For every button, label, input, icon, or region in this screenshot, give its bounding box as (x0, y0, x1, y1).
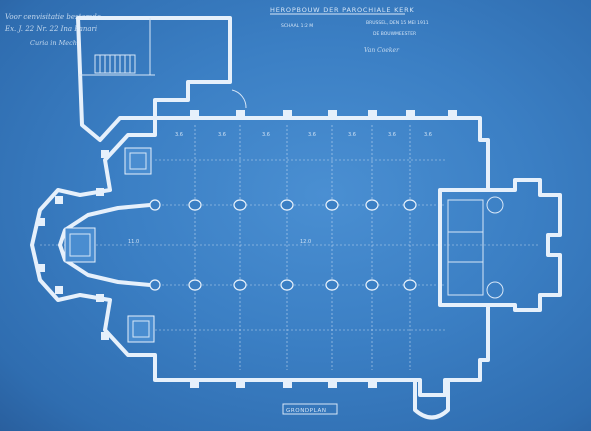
annotation-line-3: Curia in Mechl (30, 39, 79, 47)
buttress (368, 110, 377, 120)
pillar (233, 199, 247, 211)
buttress (328, 110, 337, 120)
side-altar-south (127, 315, 155, 343)
buttresses (37, 110, 457, 388)
title-block: HEROPBOUW DER PAROCHIALE KERK SCHAAL 1:2… (270, 6, 429, 54)
sacristy (76, 16, 247, 142)
nave-pillars (149, 199, 417, 291)
buttress (328, 378, 337, 388)
buttress (236, 378, 245, 388)
dim-bay-6: 3.6 (388, 132, 396, 138)
side-altar-north (124, 147, 152, 175)
buttress (283, 378, 292, 388)
altars (64, 147, 155, 343)
date-note: BRUSSEL, DEN 15 MEI 1911 (366, 20, 429, 26)
buttress (101, 150, 109, 158)
pillar (188, 279, 202, 291)
side-altar-north-top (129, 152, 147, 170)
side-altar-south-top (132, 320, 150, 338)
pillar (325, 199, 339, 211)
dim-crossing: 11.0 (128, 239, 139, 245)
pillar (149, 279, 161, 291)
dim-bay-2: 3.6 (218, 132, 226, 138)
pillar (188, 199, 202, 211)
narthex (447, 199, 484, 296)
signature: Van Coeker (364, 47, 400, 54)
buttress (406, 110, 415, 120)
caption-frame (282, 403, 338, 415)
dim-bay-5: 3.6 (348, 132, 356, 138)
annotation-line-1: Voor cenvisitatie bestemde (5, 13, 101, 21)
west-tower (488, 178, 562, 312)
dim-bay-1: 3.6 (175, 132, 183, 138)
stair-turret (486, 281, 504, 299)
high-altar-top (69, 233, 91, 257)
south-porch (413, 380, 450, 420)
buttress (96, 294, 104, 302)
buttress (448, 110, 457, 120)
dimension-labels: 3.6 3.6 3.6 3.6 3.6 3.6 3.6 12.0 11.0 (128, 132, 432, 245)
buttress (101, 332, 109, 340)
handwritten-annotation: Voor cenvisitatie bestemde Ex. J. 22 Nr.… (4, 13, 101, 47)
pillar (233, 279, 247, 291)
buttress (368, 378, 377, 388)
buttress (190, 378, 199, 388)
pillar (325, 279, 339, 291)
buttress (96, 188, 104, 196)
buttress (190, 110, 199, 120)
bay-gridlines (40, 125, 540, 370)
stair-turret (486, 196, 504, 214)
plan-caption: GRONDPLAN (282, 403, 338, 415)
pillar (280, 199, 294, 211)
nave-outline (30, 116, 490, 397)
pillar (280, 279, 294, 291)
dim-nave: 12.0 (300, 239, 311, 245)
scale-note: SCHAAL 1:2 M (281, 23, 313, 29)
buttress (37, 218, 45, 226)
pillar (365, 279, 379, 291)
pillar (403, 279, 417, 291)
caption-text: GRONDPLAN (286, 408, 327, 414)
buttress (37, 264, 45, 272)
buttress (55, 196, 63, 204)
buttress (236, 110, 245, 120)
church-walls (30, 116, 562, 420)
choir-apse (58, 203, 151, 287)
pillar (149, 199, 161, 211)
office-note: DE BOUWMEESTER (373, 31, 416, 37)
buttress (283, 110, 292, 120)
dim-bay-7: 3.6 (424, 132, 432, 138)
dim-bay-3: 3.6 (262, 132, 270, 138)
buttress (55, 286, 63, 294)
dim-bay-4: 3.6 (308, 132, 316, 138)
pillar (403, 199, 417, 211)
door-swing (231, 89, 247, 109)
sacristy-walls (76, 16, 232, 142)
drawing-title: HEROPBOUW DER PAROCHIALE KERK (270, 6, 414, 14)
annotation-line-2: Ex. J. 22 Nr. 22 Ina Panari (4, 25, 97, 33)
pillar (365, 199, 379, 211)
